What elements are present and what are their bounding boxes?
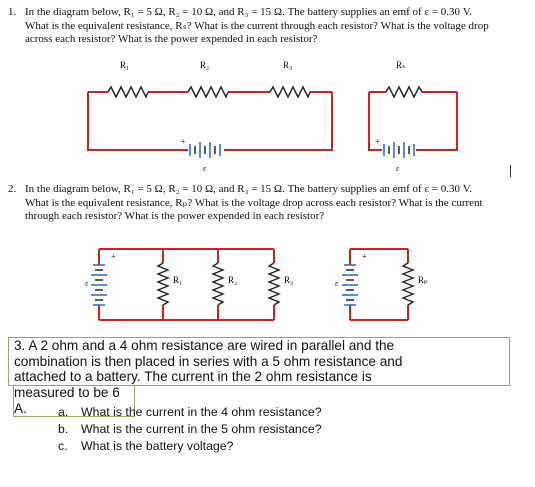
- equivalent-circuit-series: [368, 91, 458, 151]
- question-2-number: 2.: [8, 183, 17, 195]
- sub-question-b-text: What is the current in the 5 ohm resista…: [81, 422, 322, 436]
- label-r2-parallel: R₂: [228, 275, 237, 285]
- resistor-rs-zigzag: [385, 85, 423, 99]
- question-1-line-3: across each resistor? What is the power …: [25, 33, 318, 45]
- question-1-line-2: What is the equivalent resistance, Rₛ? W…: [25, 19, 489, 32]
- label-emf-4: ε: [335, 279, 339, 288]
- resistor-r2-parallel-zigzag: [211, 262, 225, 306]
- label-battery-plus-2: +: [375, 137, 380, 146]
- battery-2: [383, 142, 415, 158]
- question-2-text: In the diagram below, R₁ = 5 Ω, R₂ = 10 …: [25, 183, 520, 224]
- question-2-line-1: In the diagram below, R₁ = 5 Ω, R₂ = 10 …: [25, 183, 473, 195]
- label-r3-parallel: R₃: [284, 275, 293, 285]
- label-r1-parallel: R₁: [173, 275, 182, 285]
- label-r3: R₃: [283, 60, 292, 70]
- label-r2: R₂: [200, 60, 209, 70]
- label-emf-2: ε: [396, 164, 400, 173]
- sub-question-b-letter: b.: [58, 422, 69, 436]
- sub-question-a-letter: a.: [58, 405, 69, 419]
- resistor-r1-parallel-zigzag: [156, 262, 170, 306]
- label-emf-3: ε: [85, 279, 89, 288]
- label-battery-plus-4: +: [362, 252, 367, 261]
- label-emf-1: ε: [203, 164, 207, 173]
- sub-question-c-letter: c.: [58, 439, 68, 453]
- resistor-r1-zigzag: [107, 85, 149, 99]
- question-1-text: In the diagram below, R₁ = 5 Ω, R₂ = 10 …: [25, 6, 520, 47]
- label-rs: Rₛ: [396, 60, 405, 70]
- circuit-diagram-1: R₁ R₂ R₃ + ε Rₛ + ε: [87, 60, 458, 173]
- question-2-line-2: What is the equivalent resistance, Rₚ? W…: [25, 196, 483, 209]
- label-rp: Rₚ: [418, 275, 428, 285]
- question-3-line-3: attached to a battery. The current in th…: [14, 369, 372, 384]
- label-battery-plus-3: +: [111, 252, 116, 261]
- question-3-line-4: measured to be 6 A.: [14, 385, 120, 416]
- resistor-r3-parallel-zigzag: [267, 262, 281, 306]
- sub-question-a-text: What is the current in the 4 ohm resista…: [81, 405, 322, 419]
- series-circuit: [87, 91, 333, 151]
- battery-3: [91, 264, 107, 306]
- label-battery-plus-1: +: [181, 137, 186, 146]
- label-r1: R₁: [120, 60, 129, 70]
- text-cursor: [510, 165, 511, 177]
- question-1-line-1: In the diagram below, R₁ = 5 Ω, R₂ = 10 …: [25, 6, 473, 18]
- equivalent-circuit-parallel: [349, 248, 409, 321]
- parallel-circuit: [98, 248, 275, 321]
- battery-1: [189, 142, 221, 158]
- battery-4: [342, 264, 358, 306]
- resistor-r3-zigzag: [269, 85, 311, 99]
- circuit-diagram-2: + ε R₁ R₂ R₃ + ε Rₚ: [85, 248, 428, 321]
- sub-question-c-text: What is the battery voltage?: [81, 439, 234, 453]
- resistor-rp-zigzag: [401, 262, 415, 306]
- question-3-line-4-box: measured to be 6 A.: [13, 385, 135, 417]
- resistor-r2-zigzag: [187, 85, 229, 99]
- question-3-line-2: combination is then placed in series wit…: [14, 353, 403, 369]
- question-1-number: 1.: [8, 6, 17, 18]
- question-3-box: 3. A 2 ohm and a 4 ohm resistance are wi…: [8, 337, 510, 386]
- question-2-line-3: through each resistor? What is the power…: [25, 210, 325, 222]
- question-3-line-1: 3. A 2 ohm and a 4 ohm resistance are wi…: [14, 338, 395, 353]
